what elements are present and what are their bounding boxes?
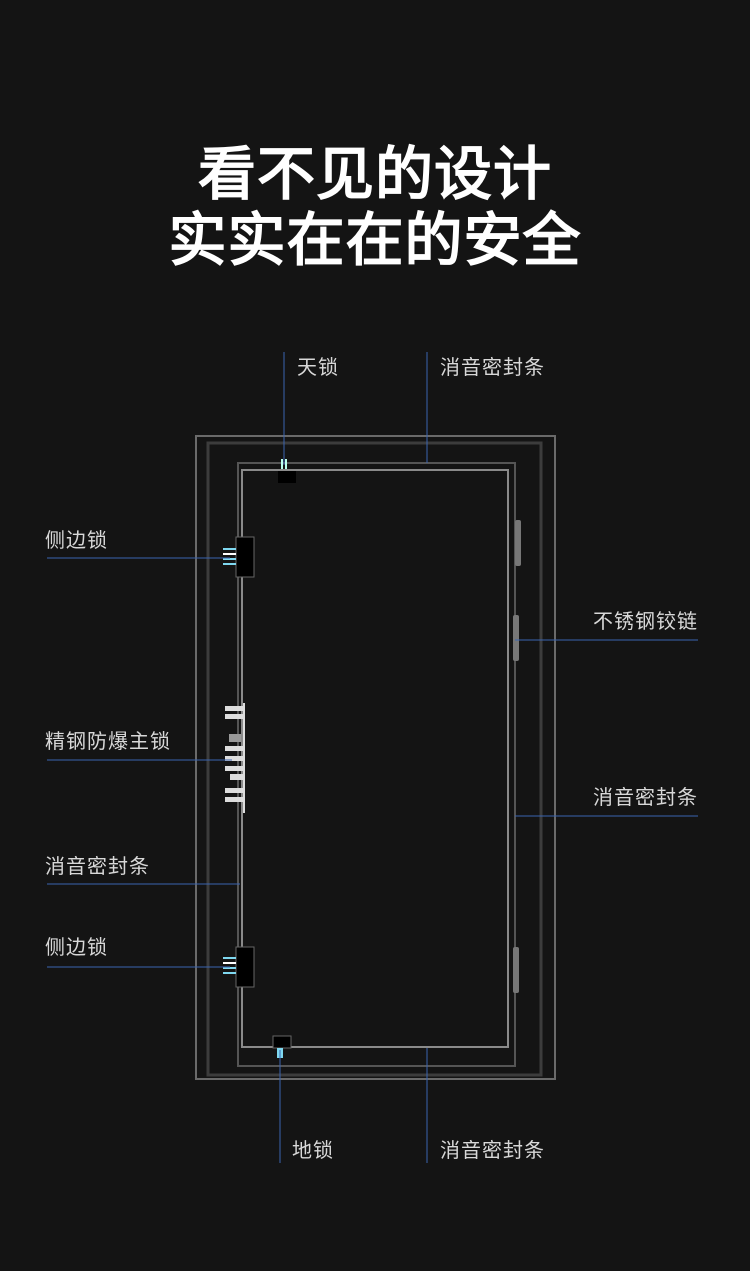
- frame-inner: [206, 441, 543, 1077]
- headline-line-2: 实实在在的安全: [168, 206, 582, 274]
- label-right-seal: 消音密封条: [593, 785, 698, 809]
- label-top-lock: 天锁: [297, 355, 339, 379]
- headline-line-1: 看不见的设计: [197, 140, 552, 208]
- hinge-middle: [513, 615, 519, 661]
- label-side-lock-upper: 侧边锁: [45, 528, 108, 552]
- label-left-seal: 消音密封条: [45, 854, 150, 878]
- hinge-bottom: [513, 947, 519, 993]
- label-hinge: 不锈钢铰链: [593, 609, 698, 633]
- label-floor-lock: 地锁: [292, 1138, 334, 1162]
- main-lock: [225, 703, 245, 813]
- label-main-lock: 精钢防爆主锁: [45, 729, 171, 753]
- hinges: [513, 520, 521, 993]
- top-lock: [278, 459, 296, 483]
- label-top-seal: 消音密封条: [440, 355, 545, 379]
- hinge-top: [515, 520, 521, 566]
- side-lock-upper: [223, 536, 255, 578]
- outer-frame: [195, 435, 556, 1080]
- label-bottom-seal: 消音密封条: [440, 1138, 545, 1162]
- label-side-lock-lower: 侧边锁: [45, 935, 108, 959]
- door-panel: [241, 469, 509, 1048]
- leader-lines: [47, 352, 698, 1163]
- floor-lock: [272, 1035, 292, 1058]
- door-leaf: [237, 462, 516, 1067]
- side-lock-lower: [223, 946, 255, 988]
